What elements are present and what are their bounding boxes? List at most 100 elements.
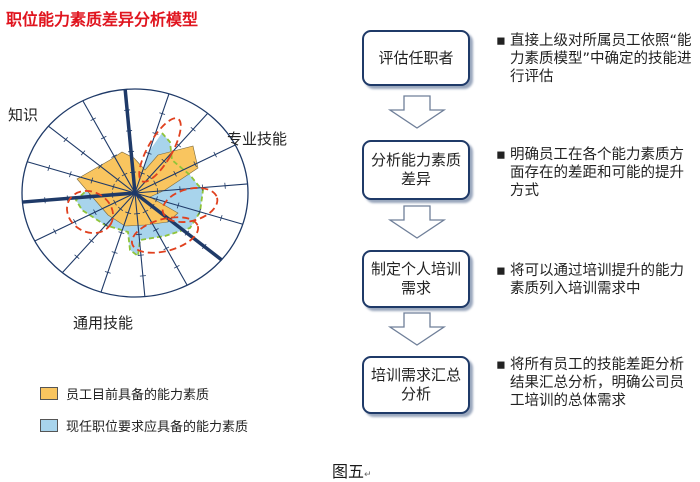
step-box-plan: 制定个人培训需求: [362, 250, 470, 308]
axis-tick: [130, 171, 137, 173]
bullet-icon: ▪: [496, 357, 506, 373]
axis-tick: [69, 171, 72, 178]
required-outline: [74, 132, 204, 258]
axis-tick: [159, 112, 166, 115]
step-description: ▪将所有员工的技能差距分析结果汇总分析，明确公司员工培训的总体需求: [496, 357, 684, 409]
axis-spoke: [82, 100, 136, 194]
axis-tick: [125, 211, 132, 215]
axis-tick: [173, 265, 180, 269]
legend-swatch-orange: [40, 387, 58, 400]
down-arrow-icon: [387, 205, 447, 239]
gap-highlight-ellipse: [130, 216, 200, 254]
axis-tick: [117, 206, 124, 212]
radar-outer-ring: [21, 88, 249, 298]
axis-tick: [161, 158, 167, 164]
axis-tick: [145, 152, 152, 155]
axis-tick: [89, 193, 91, 200]
axis-tick: [115, 177, 120, 183]
axis-tick: [152, 132, 159, 135]
gap-highlight-ellipse: [138, 117, 182, 183]
axis-spoke: [134, 192, 243, 225]
axis-tick: [113, 199, 117, 206]
axis-tick: [111, 251, 118, 254]
axis-tick: [53, 228, 57, 235]
axis-tick: [155, 196, 158, 203]
axis-tick: [150, 203, 155, 209]
axis-tick: [128, 150, 135, 153]
axis-spoke: [134, 192, 188, 286]
axis-tick: [163, 246, 170, 251]
axis-spoke: [134, 93, 170, 194]
axis-tick: [121, 172, 128, 177]
axis-tick: [156, 188, 159, 195]
axis-tick: [90, 177, 94, 184]
axis-tick: [73, 218, 77, 225]
bullet-icon: ▪: [496, 147, 506, 163]
axis-tick: [118, 231, 125, 234]
axis-tick: [213, 151, 217, 158]
axis-tick: [153, 180, 157, 187]
step-box-analyze: 分析能力素质差异: [362, 140, 470, 200]
step-box-summarize: 培训需求汇总分析: [362, 356, 470, 414]
axis-tick: [44, 197, 46, 204]
legend-swatch-blue: [40, 419, 58, 432]
axis-label-professional-skills: 专业技能: [227, 130, 288, 148]
axis-tick: [126, 130, 133, 132]
major-axis-spoke: [22, 191, 136, 204]
axis-tick: [193, 161, 197, 168]
down-arrow-icon: [387, 312, 447, 346]
axis-tick: [98, 163, 103, 169]
axis-tick: [139, 275, 146, 277]
down-arrow-icon: [387, 95, 447, 129]
axis-tick: [103, 222, 109, 228]
axis-tick: [63, 136, 68, 143]
legend-label: 现任职位要求应具备的能力素质: [66, 420, 249, 435]
major-axis-spoke: [123, 89, 137, 194]
step-description: ▪明确员工在各个能力素质方面存在的差距和可能的提升方式: [496, 147, 684, 199]
axis-tick: [100, 135, 107, 140]
axis-spoke: [34, 192, 136, 242]
axis-tick: [124, 109, 131, 111]
axis-tick: [198, 208, 201, 215]
axis-tick: [66, 195, 69, 202]
legend-label: 员工目前具备的能力素质: [66, 388, 210, 403]
axis-tick: [80, 150, 86, 156]
axis-tick: [88, 238, 94, 244]
axis-tick: [146, 174, 153, 180]
gap-highlight-ellipse: [66, 190, 114, 234]
legend-item-required: 现任职位要求应具备的能力素质: [40, 416, 248, 435]
step-box-evaluate: 评估任职者: [362, 30, 470, 86]
axis-tick: [47, 164, 51, 171]
axis-tick: [133, 213, 140, 215]
axis-label-knowledge: 知识: [8, 106, 39, 124]
axis-tick: [184, 230, 190, 236]
figure-title: 职位能力素质差异分析模型: [6, 10, 199, 29]
axis-tick: [219, 215, 223, 222]
figure-caption: 图五↵: [332, 462, 372, 481]
axis-label-general-skills: 通用技能: [73, 314, 134, 332]
axis-tick: [90, 117, 97, 121]
axis-spoke: [134, 192, 146, 297]
axis-tick: [190, 127, 196, 132]
axis-tick: [135, 233, 142, 236]
axis-tick: [111, 191, 114, 198]
legend-item-current: 员工目前具备的能力素质: [40, 384, 209, 403]
axis-tick: [137, 254, 144, 256]
axis-spoke: [134, 144, 236, 194]
axis-tick: [173, 170, 177, 177]
major-axis-spoke: [133, 191, 223, 262]
step-description: ▪直接上级对所属员工依照“能力素质模型”中确定的技能进行评估: [496, 33, 692, 85]
bullet-icon: ▪: [496, 33, 506, 49]
axis-tick: [202, 243, 207, 250]
axis-tick: [112, 183, 115, 190]
axis-tick: [74, 254, 80, 259]
radar-diagram: [21, 88, 249, 298]
step-description: ▪将可以通过培训提升的能力素质列入培训需求中: [496, 263, 684, 297]
axis-tick: [111, 154, 117, 158]
axis-spoke: [48, 125, 136, 194]
axis-tick: [153, 228, 159, 232]
axis-tick: [224, 182, 226, 189]
axis-tick: [104, 271, 111, 274]
axis-spoke: [100, 192, 136, 293]
